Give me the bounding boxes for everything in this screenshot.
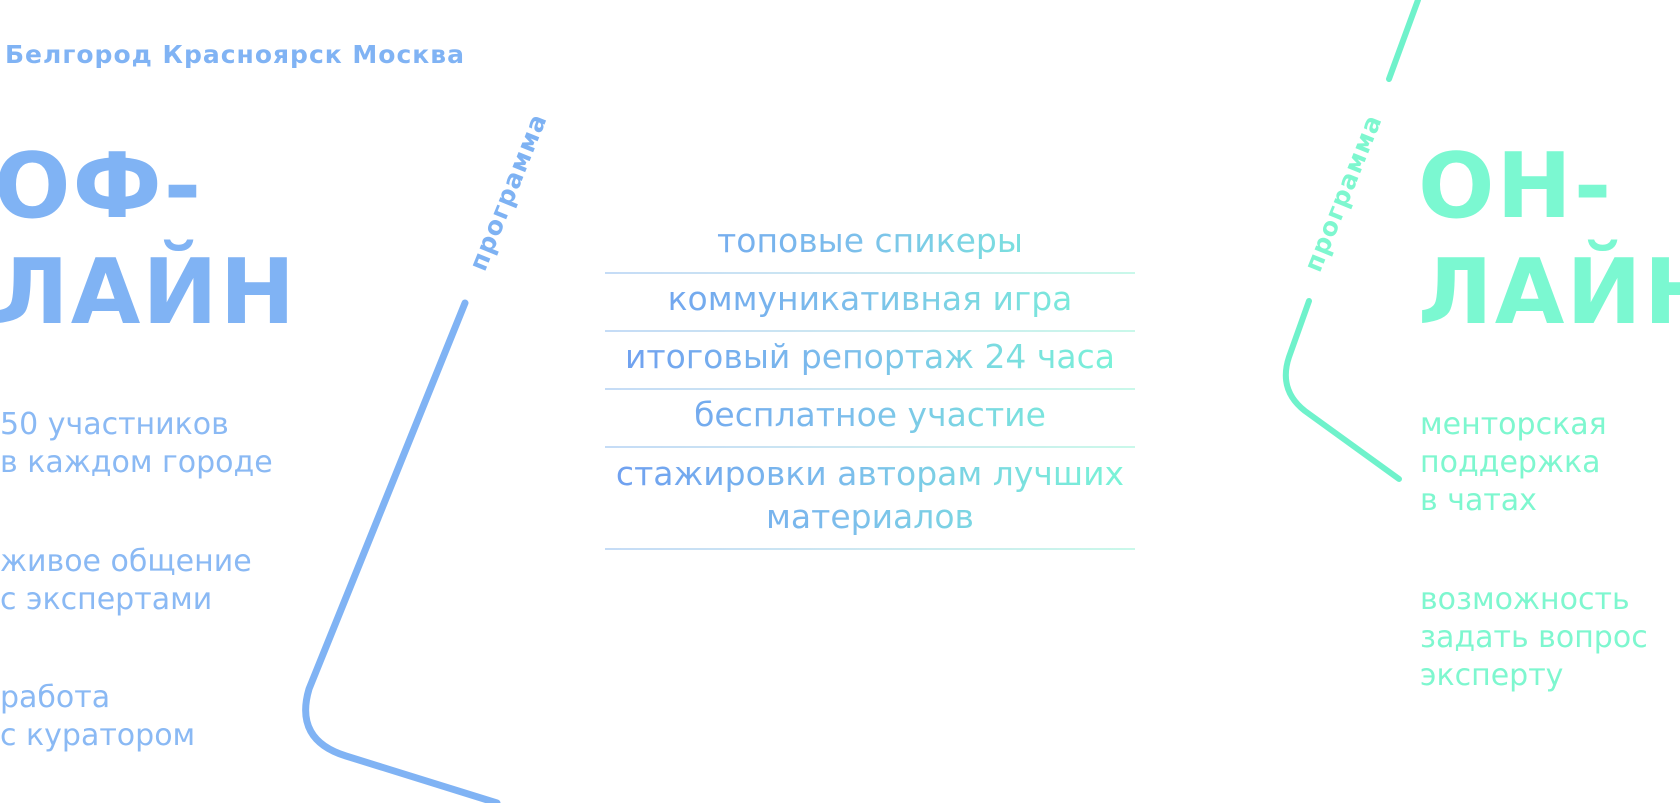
center-list-item: итоговый репортаж 24 часа [605, 332, 1135, 390]
offline-feature-line: 50 участников [0, 407, 229, 442]
center-list-item: стажировки авторам лучших материалов [605, 448, 1135, 550]
online-top-line [1386, 0, 1421, 82]
offline-feature-line: с экспертами [0, 582, 213, 617]
offline-title-line2: ЛАЙН [0, 240, 298, 345]
online-bracket-line [1282, 298, 1402, 482]
offline-feature-line: с куратором [0, 718, 196, 753]
online-feature-line: задать вопрос [1420, 620, 1648, 655]
center-list-item: коммуникативная игра [605, 274, 1135, 332]
offline-feature: 50 участников в каждом городе [0, 406, 300, 482]
offline-feature-line: в каждом городе [0, 445, 273, 480]
online-title-line1: ОН- [1418, 134, 1614, 239]
offline-bracket-line [302, 299, 501, 803]
online-feature: возможность задать вопрос эксперту [1420, 581, 1680, 695]
offline-feature-line: работа [0, 680, 111, 715]
online-feature-line: менторская [1420, 407, 1607, 442]
offline-title-line1: ОФ- [0, 134, 204, 239]
online-feature-line: возможность [1420, 582, 1630, 617]
online-feature: менторская поддержка в чатах [1420, 406, 1680, 520]
online-title: ОН- ЛАЙН [1418, 134, 1680, 346]
online-feature-line: поддержка [1420, 445, 1601, 480]
offline-feature: работа с куратором [0, 679, 300, 755]
online-feature-line: эксперту [1420, 658, 1564, 693]
online-title-line2: ЛАЙН [1418, 240, 1680, 345]
center-benefits-list: топовые спикеры коммуникативная игра ито… [605, 216, 1135, 550]
offline-feature: живое общение с экспертами [0, 543, 300, 619]
online-feature-line: в чатах [1420, 483, 1537, 518]
center-list-item: бесплатное участие [605, 390, 1135, 448]
center-list-item: топовые спикеры [605, 216, 1135, 274]
offline-title: ОФ- ЛАЙН [0, 134, 297, 346]
offline-feature-line: живое общение [0, 544, 252, 579]
cities-header: Белгород Красноярск Москва [5, 40, 465, 69]
